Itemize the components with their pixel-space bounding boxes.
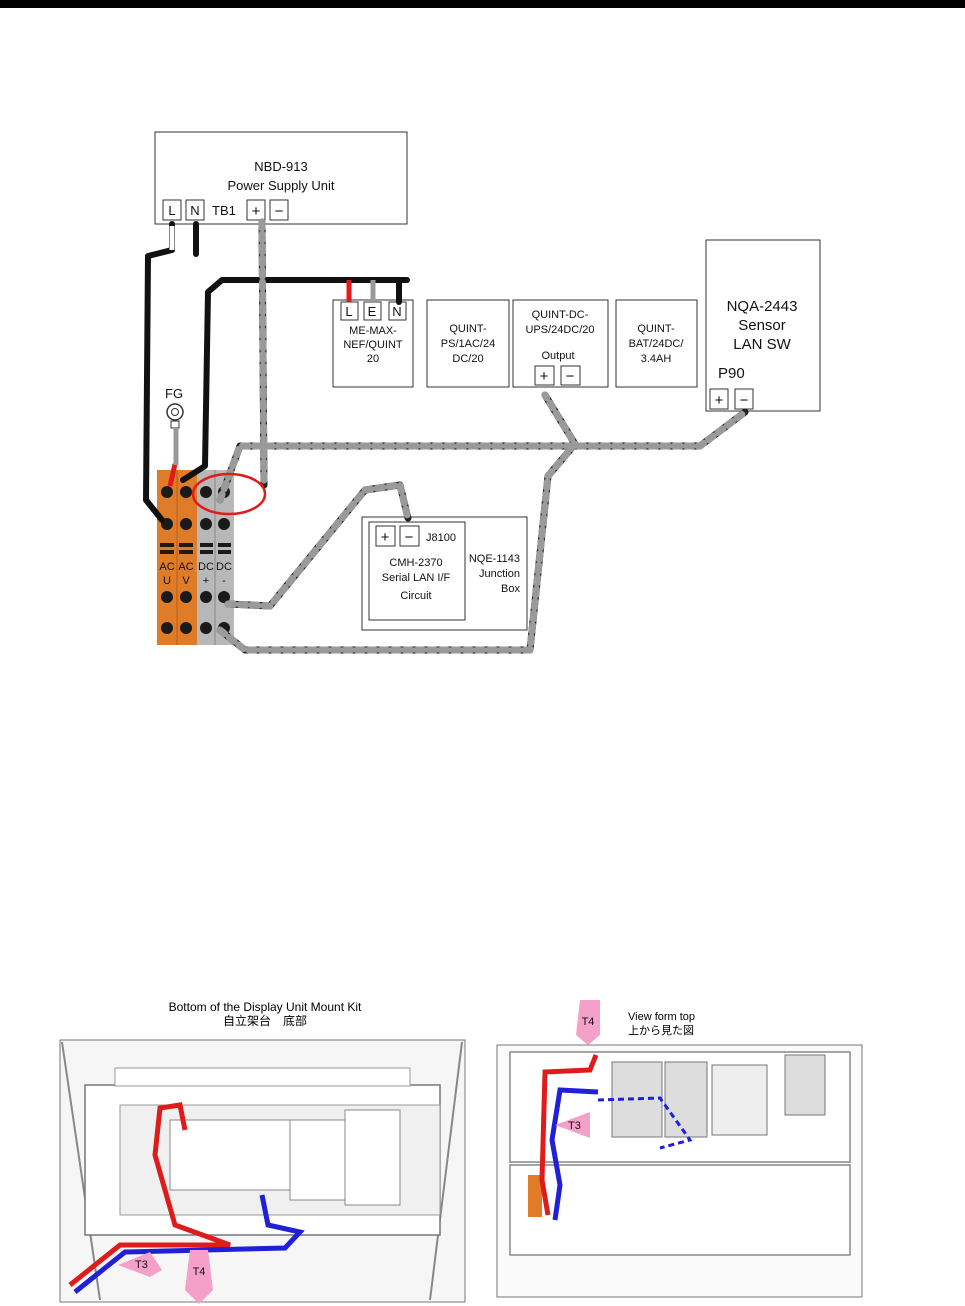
memax-label-2: NEF/QUINT (343, 339, 403, 351)
psu-box: NBD-913 Power Supply Unit L N TB1 + − (154, 131, 408, 225)
left-photo-title-jp: 自立架台 底部 (222, 1014, 307, 1028)
memax-label-3: 20 (367, 353, 379, 365)
quintbat-box: QUINT- BAT/24DC/ 3.4AH (615, 299, 698, 388)
quintps-box: QUINT- PS/1AC/24 DC/20 (426, 299, 510, 388)
quintups-label-2: UPS/24DC/20 (525, 324, 594, 336)
terminal-dc-plus-label: DC (198, 561, 214, 573)
nqa-terminal-plus: + (715, 392, 724, 409)
left-photo-title-en: Bottom of the Display Unit Mount Kit (168, 1000, 362, 1014)
nqe-label-1: NQE-1143 (469, 553, 520, 565)
nqa-terminal-minus: − (740, 392, 749, 409)
fg-label: FG (165, 386, 183, 401)
psu-tb1-label: TB1 (212, 203, 236, 218)
t3-arrow-left (118, 1252, 162, 1277)
quintups-label-1: QUINT-DC- (532, 309, 589, 321)
quintps-label-1: QUINT- (449, 323, 487, 335)
psu-model: NBD-913 (254, 159, 307, 174)
t3-callout-right: T3 (568, 1120, 581, 1132)
memax-label-1: ME-MAX- (349, 325, 397, 337)
cmh-label-3: Circuit (400, 590, 431, 602)
cmh-box: + − J8100 CMH-2370 Serial LAN I/F Circui… (368, 521, 466, 621)
t3-callout-left: T3 (135, 1259, 148, 1271)
terminal-plus: + (203, 575, 209, 587)
quintps-label-2: PS/1AC/24 (441, 338, 495, 350)
cmh-connector-label: J8100 (426, 532, 456, 544)
quintps-label-3: DC/20 (452, 353, 483, 365)
terminal-ac-v-label: AC (178, 561, 193, 573)
fg-ground: FG (165, 386, 184, 429)
cmh-label-2: Serial LAN I/F (382, 572, 451, 584)
right-photo-title-jp: 上から見た図 (628, 1025, 694, 1037)
psu-name: Power Supply Unit (228, 178, 335, 193)
right-photo-title-en: View form top (628, 1011, 696, 1023)
nqe-label-3: Box (501, 583, 520, 595)
t4-arrow-right (576, 1000, 600, 1045)
top-rule (0, 0, 965, 8)
nqa-box: NQA-2443 Sensor LAN SW P90 + − (705, 239, 821, 412)
nqa-label-3: LAN SW (733, 336, 791, 353)
terminal-v: V (182, 575, 190, 587)
nqa-port-label: P90 (718, 365, 745, 382)
quintbat-label-1: QUINT- (637, 323, 675, 335)
memax-box: L E N ME-MAX- NEF/QUINT 20 (332, 299, 414, 388)
psu-terminal-n: N (190, 203, 199, 218)
highlight-ellipse (191, 472, 267, 516)
t4-arrow-left (185, 1250, 213, 1304)
psu-terminal-minus: − (275, 203, 284, 220)
terminal-u: U (163, 575, 171, 587)
quintbat-label-2: BAT/24DC/ (629, 338, 685, 350)
cmh-terminal-minus: − (405, 529, 414, 546)
right-photo-caption: View form top 上から見た図 (628, 1010, 695, 1038)
left-photo-caption: Bottom of the Display Unit Mount Kit 自立架… (130, 1000, 400, 1028)
ac-wiring-colored (167, 226, 376, 487)
memax-terminal-l: L (345, 304, 352, 319)
psu-terminal-l: L (168, 203, 175, 218)
memax-terminal-n: N (392, 304, 401, 319)
t3-arrow-right (555, 1112, 590, 1138)
terminal-dc-minus-label: DC (216, 561, 232, 573)
quintups-terminal-plus: + (540, 368, 549, 385)
terminal-minus: - (222, 575, 226, 587)
cmh-terminal-plus: + (381, 529, 390, 546)
nqa-label-1: NQA-2443 (727, 298, 798, 315)
t4-callout-left: T4 (193, 1266, 206, 1278)
psu-terminal-plus: + (252, 203, 261, 220)
left-photo: T3 T4 (59, 1039, 466, 1304)
right-photo: T4 T3 (496, 1000, 863, 1298)
quintups-output-label: Output (541, 350, 574, 362)
nqe-label-2: Junction (479, 568, 520, 580)
quintups-box: QUINT-DC- UPS/24DC/20 Output + − (512, 299, 609, 388)
quintbat-label-3: 3.4AH (641, 353, 672, 365)
quintups-terminal-minus: − (566, 368, 575, 385)
memax-terminal-e: E (368, 304, 377, 319)
terminal-ac-u-label: AC (159, 561, 174, 573)
nqa-label-2: Sensor (738, 317, 786, 334)
t4-callout-right: T4 (582, 1016, 595, 1028)
cmh-label-1: CMH-2370 (389, 557, 442, 569)
terminal-block: AC AC U V DC DC + - (157, 470, 234, 645)
